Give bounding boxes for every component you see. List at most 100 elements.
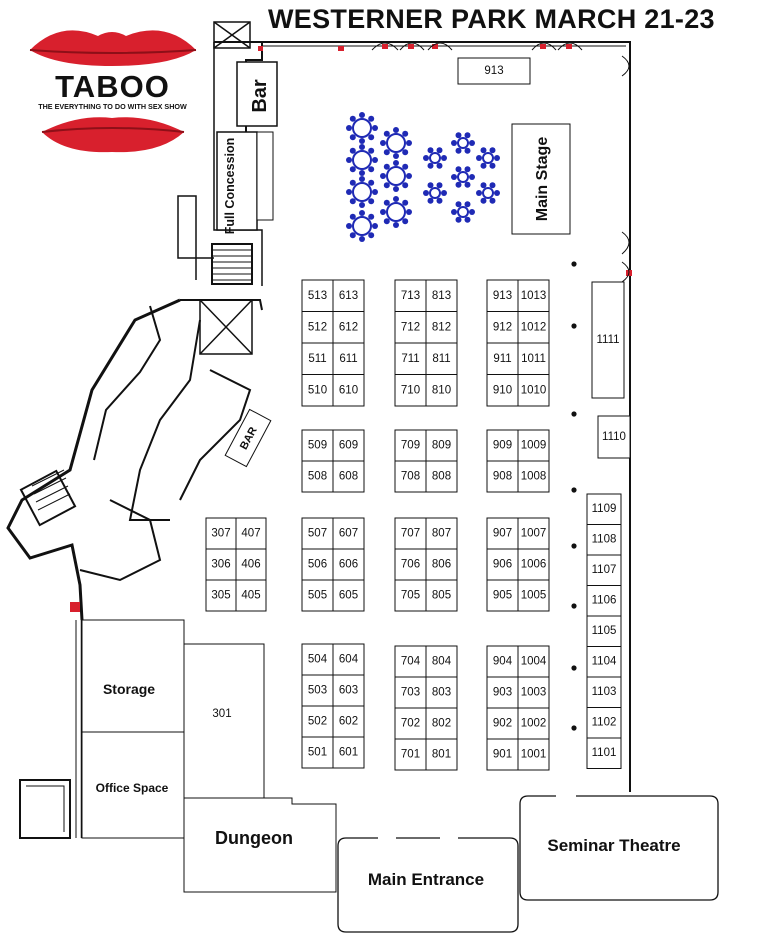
booth-number: 1109 bbox=[592, 503, 617, 515]
booth-number: 810 bbox=[432, 384, 451, 396]
bar-top-area: Bar bbox=[236, 61, 278, 127]
booth-908: 908 bbox=[486, 460, 519, 493]
booth-number: 908 bbox=[493, 471, 512, 483]
storage-label: Storage bbox=[103, 681, 155, 697]
booth-number: 711 bbox=[401, 353, 419, 365]
dungeon-label: Dungeon bbox=[215, 828, 293, 848]
booth-number: 504 bbox=[308, 654, 328, 666]
booth-510: 510 bbox=[301, 374, 334, 407]
booth-806: 806 bbox=[425, 548, 458, 581]
booth-number: 909 bbox=[493, 440, 512, 452]
booth-407: 407 bbox=[235, 517, 267, 550]
booth-number: 1004 bbox=[521, 656, 547, 668]
seating-tables bbox=[346, 112, 500, 242]
booth-number: 1104 bbox=[592, 656, 617, 668]
booth-number: 804 bbox=[432, 656, 452, 668]
booth-number: 508 bbox=[308, 471, 327, 483]
booth-number: 1011 bbox=[521, 353, 546, 365]
booth-604: 604 bbox=[332, 643, 365, 676]
booth-1012: 1012 bbox=[517, 311, 550, 344]
booth-901: 901 bbox=[486, 738, 519, 771]
booth-506: 506 bbox=[301, 548, 334, 581]
booth-number: 604 bbox=[339, 654, 359, 666]
booth-507: 507 bbox=[301, 517, 334, 550]
dungeon-area: Dungeon bbox=[183, 797, 337, 893]
booth-1105: 1105 bbox=[586, 615, 622, 647]
booth-number: 1101 bbox=[592, 747, 617, 759]
booth-613: 613 bbox=[332, 279, 365, 312]
booth-number: 610 bbox=[339, 384, 358, 396]
booth-number: 407 bbox=[241, 528, 260, 540]
booth-number: 1102 bbox=[592, 717, 617, 729]
booth-1001: 1001 bbox=[517, 738, 550, 771]
booth-number: 706 bbox=[401, 559, 420, 571]
booth-1009: 1009 bbox=[517, 429, 550, 462]
booth-609: 609 bbox=[332, 429, 365, 462]
booth-number: 902 bbox=[493, 718, 512, 730]
main-entrance-label: Main Entrance bbox=[368, 870, 484, 889]
booth-911: 911 bbox=[486, 342, 519, 375]
booth-number: 813 bbox=[432, 290, 451, 302]
pillars bbox=[571, 261, 577, 731]
booth-number: 903 bbox=[493, 687, 512, 699]
booth-306: 306 bbox=[205, 548, 237, 581]
booth-number: 1012 bbox=[521, 321, 547, 333]
svg-text:913: 913 bbox=[484, 65, 503, 77]
booth-number: 807 bbox=[432, 528, 451, 540]
booth-1102: 1102 bbox=[586, 707, 622, 739]
booth-1005: 1005 bbox=[517, 579, 550, 612]
booth-801: 801 bbox=[425, 738, 458, 771]
booth-number: 1103 bbox=[592, 686, 617, 698]
booth-802: 802 bbox=[425, 707, 458, 740]
main-stage-label: Main Stage bbox=[534, 137, 551, 222]
booth-710: 710 bbox=[394, 374, 427, 407]
booth-number: 1001 bbox=[521, 749, 547, 761]
booth-number: 510 bbox=[308, 384, 327, 396]
booth-611: 611 bbox=[332, 342, 365, 375]
booth-504: 504 bbox=[301, 643, 334, 676]
booth-number: 713 bbox=[401, 290, 420, 302]
booth-number: 803 bbox=[432, 687, 451, 699]
booth-913: 913 bbox=[486, 279, 519, 312]
booth-903: 903 bbox=[486, 676, 519, 709]
booth-number: 901 bbox=[493, 749, 512, 761]
booth-number: 912 bbox=[493, 321, 512, 333]
booth-1110: 1110 bbox=[597, 415, 631, 459]
booth-608: 608 bbox=[332, 460, 365, 493]
booth-811: 811 bbox=[425, 342, 458, 375]
booth-1107: 1107 bbox=[586, 554, 622, 586]
round-table bbox=[346, 210, 378, 242]
elevator-box bbox=[199, 21, 253, 355]
booth-number: 1002 bbox=[521, 718, 547, 730]
booth-number: 704 bbox=[401, 656, 421, 668]
booth-number: 607 bbox=[339, 528, 358, 540]
stairs bbox=[19, 243, 253, 527]
booth-702: 702 bbox=[394, 707, 427, 740]
booth-913-top: 913 bbox=[457, 57, 531, 85]
booth-501: 501 bbox=[301, 736, 334, 769]
booth-1108: 1108 bbox=[586, 524, 622, 556]
door-arcs bbox=[371, 42, 630, 283]
booth-1103: 1103 bbox=[586, 676, 622, 708]
booth-612: 612 bbox=[332, 311, 365, 344]
booth-509: 509 bbox=[301, 429, 334, 462]
booth-1006: 1006 bbox=[517, 548, 550, 581]
booth-1109: 1109 bbox=[586, 493, 622, 525]
booth-number: 708 bbox=[401, 471, 420, 483]
booth-number: 911 bbox=[493, 353, 511, 365]
bar-side: BAR bbox=[224, 408, 272, 468]
booth-704: 704 bbox=[394, 645, 427, 678]
booth-711: 711 bbox=[394, 342, 427, 375]
booth-1011: 1011 bbox=[517, 342, 550, 375]
round-table bbox=[451, 201, 475, 223]
booth-605: 605 bbox=[332, 579, 365, 612]
booth-706: 706 bbox=[394, 548, 427, 581]
round-table bbox=[451, 132, 475, 154]
booth-number: 505 bbox=[308, 590, 327, 602]
booth-602: 602 bbox=[332, 705, 365, 738]
booth-number: 1108 bbox=[592, 534, 617, 546]
seminar-theatre-label: Seminar Theatre bbox=[547, 836, 680, 855]
booth-807: 807 bbox=[425, 517, 458, 550]
booth-502: 502 bbox=[301, 705, 334, 738]
